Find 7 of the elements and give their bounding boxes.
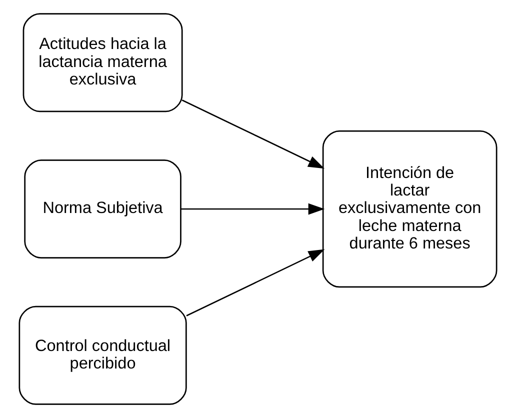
arrow	[180, 203, 324, 215]
arrow	[181, 100, 324, 169]
arrow	[186, 249, 324, 316]
node-box: Actitudes hacia la lactancia materna exclusiva	[22, 13, 182, 112]
node-box: Norma Subjetiva	[24, 160, 181, 258]
node-box: Control conductual percibido	[18, 306, 186, 405]
node-box: Intención de lactar exclusivamente con leche materna durante 6 meses	[322, 130, 497, 288]
